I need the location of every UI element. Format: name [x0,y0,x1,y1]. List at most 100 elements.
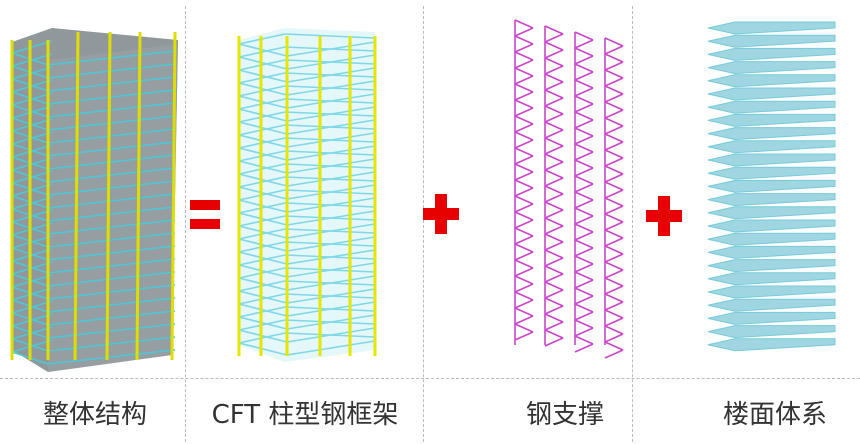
brace-member [544,265,564,275]
brace-member [574,223,594,233]
brace-member [574,55,594,65]
brace-member [574,127,594,137]
brace-member [574,87,594,97]
brace-member [604,301,624,311]
frame-beam [238,238,288,252]
brace-member [604,341,624,351]
floor-slab [707,245,836,259]
brace-member [514,331,534,341]
brace-member [544,169,564,179]
brace-member [604,205,624,215]
frame-beam [238,212,288,226]
frame-beam [284,59,376,65]
brace-member [514,163,534,173]
cft-frame-panel [225,0,420,380]
brace-member [604,213,624,223]
floor-slab [707,338,836,352]
frame-beam [284,85,376,91]
brace-member [514,259,534,269]
brace-member [544,273,564,283]
frame-beam [238,342,288,356]
floor-beam [11,261,53,275]
frame-beam [238,264,288,278]
whole-structure-panel [0,0,185,380]
brace-member [604,45,624,55]
floor-slab [707,325,836,339]
brace-member [544,225,564,235]
brace-member [604,181,624,191]
floor-beam [47,180,176,196]
frame-beam [284,267,376,273]
frame-beam [284,137,376,143]
floor-beam [11,53,53,67]
brace-member [574,79,594,89]
frame-beam [238,108,288,122]
frame-beam [284,306,376,312]
floor-slab [707,232,836,246]
brace-member [604,269,624,279]
brace-member [574,287,594,297]
column [135,31,142,361]
brace-member [514,251,534,261]
brace-member [514,35,534,45]
floor-slab [707,113,836,127]
brace-member [604,325,624,335]
brace-member [544,33,564,43]
caption-separator [0,378,860,379]
brace-member [544,217,564,227]
floor-beam [47,297,176,313]
plus-sign-icon [423,194,459,234]
frame-beam [284,293,376,299]
floor-slab [707,74,836,88]
floor-beam [47,50,176,66]
floor-beam [47,310,176,326]
brace-member [574,39,594,49]
brace-member [574,303,594,313]
floor-slab [707,193,836,207]
floor-slab [707,166,836,180]
frame-beam [284,254,376,260]
brace-member [574,175,594,185]
floor-beam [11,157,53,171]
floor-slab [707,47,836,61]
floor-slab [707,298,836,312]
brace-member [544,65,564,75]
floor-beam [11,144,53,158]
brace-member [604,109,624,119]
frame-beam [284,228,376,234]
brace-member [604,37,624,47]
brace-member [604,157,624,167]
floor-beam [47,76,176,92]
floor-beam [47,349,176,365]
brace-member [514,219,534,229]
brace-member [574,343,594,353]
floor-beam [47,284,176,300]
floor-slab [707,100,836,114]
floor-beam [47,128,176,144]
brace-member [514,307,534,317]
brace-member [574,319,594,329]
brace-member [574,167,594,177]
floor-beam [47,206,176,222]
brace-member [544,297,564,307]
brace-member [544,105,564,115]
brace-member [544,313,564,323]
brace-member [574,215,594,225]
frame-beam [284,280,376,286]
floor-beam [47,258,176,274]
brace-member [544,289,564,299]
brace-member [514,283,534,293]
brace-member [604,53,624,63]
brace-member [514,179,534,189]
brace-member [544,129,564,139]
brace-member [604,293,624,303]
brace-member [514,83,534,93]
floor-slab [707,61,836,75]
brace-member [514,315,534,325]
floor-beam [11,326,53,340]
brace-member [604,125,624,135]
floor-beam [47,232,176,248]
floor-system-model [707,21,836,352]
frame-beam [284,215,376,221]
brace-member [604,237,624,247]
